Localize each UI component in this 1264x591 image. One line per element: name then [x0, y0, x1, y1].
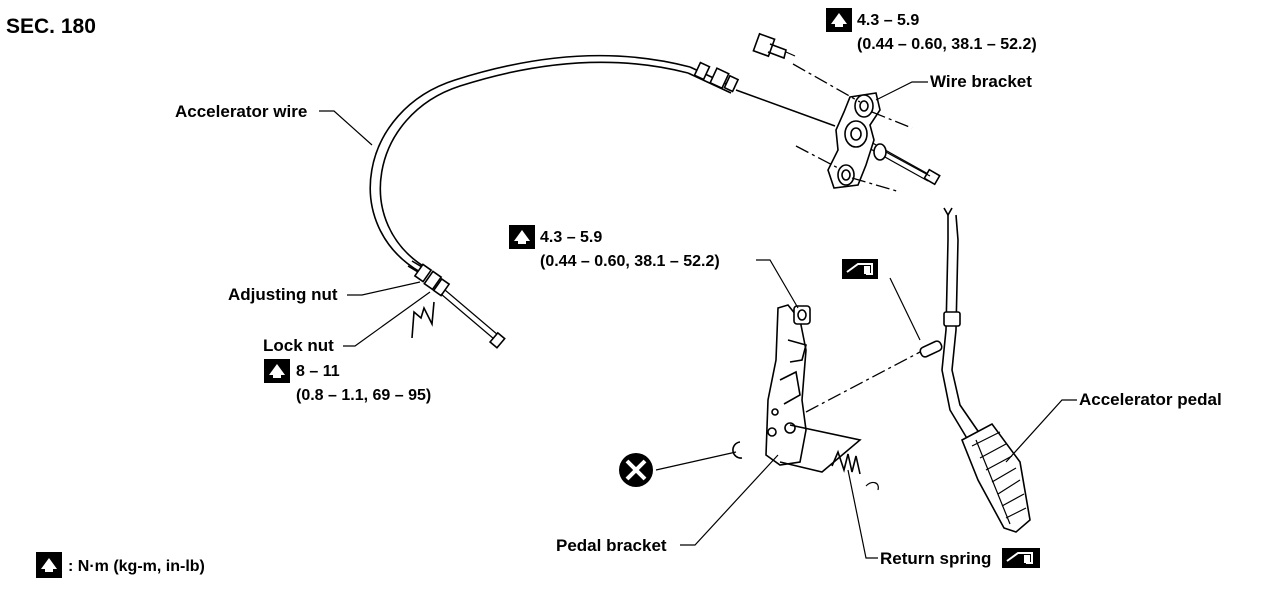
section-title: SEC. 180 [6, 15, 96, 38]
label-accelerator-wire: Accelerator wire [175, 102, 307, 121]
grease-icon [1002, 548, 1040, 568]
grease-icon [842, 259, 878, 279]
label-adjusting-nut: Adjusting nut [228, 285, 338, 304]
torque-wrench-icon [826, 8, 852, 32]
torque-converted-lock-nut: (0.8 – 1.1, 69 – 95) [296, 387, 431, 404]
label-pedal-bracket: Pedal bracket [556, 536, 667, 555]
torque-converted-wire-bracket: (0.44 – 0.60, 38.1 – 52.2) [857, 36, 1037, 53]
e-clip [732, 441, 743, 459]
do-not-reuse-icon [619, 453, 653, 487]
leader-lines [319, 81, 1077, 559]
torque-value-pedal-bracket: 4.3 – 5.9 [540, 229, 602, 246]
label-accelerator-pedal: Accelerator pedal [1079, 390, 1222, 409]
pedal-bracket [765, 304, 921, 473]
wire-bracket [792, 63, 931, 193]
accelerator-pedal [919, 207, 1031, 533]
wire-bracket-bolt [752, 32, 796, 60]
torque-wrench-icon [36, 552, 62, 578]
label-wire-bracket: Wire bracket [930, 72, 1032, 91]
torque-wrench-icon [509, 225, 535, 249]
legend-torque-units: : N·m (kg-m, in-lb) [68, 558, 205, 575]
adjusting-nut-assembly [407, 260, 506, 349]
torque-converted-pedal-bracket: (0.44 – 0.60, 38.1 – 52.2) [540, 253, 720, 270]
torque-value-wire-bracket: 4.3 – 5.9 [857, 12, 919, 29]
torque-wrench-icon [264, 359, 290, 383]
label-lock-nut: Lock nut [263, 336, 334, 355]
torque-value-lock-nut: 8 – 11 [296, 363, 340, 380]
label-return-spring: Return spring [880, 549, 991, 568]
return-spring [831, 449, 879, 491]
